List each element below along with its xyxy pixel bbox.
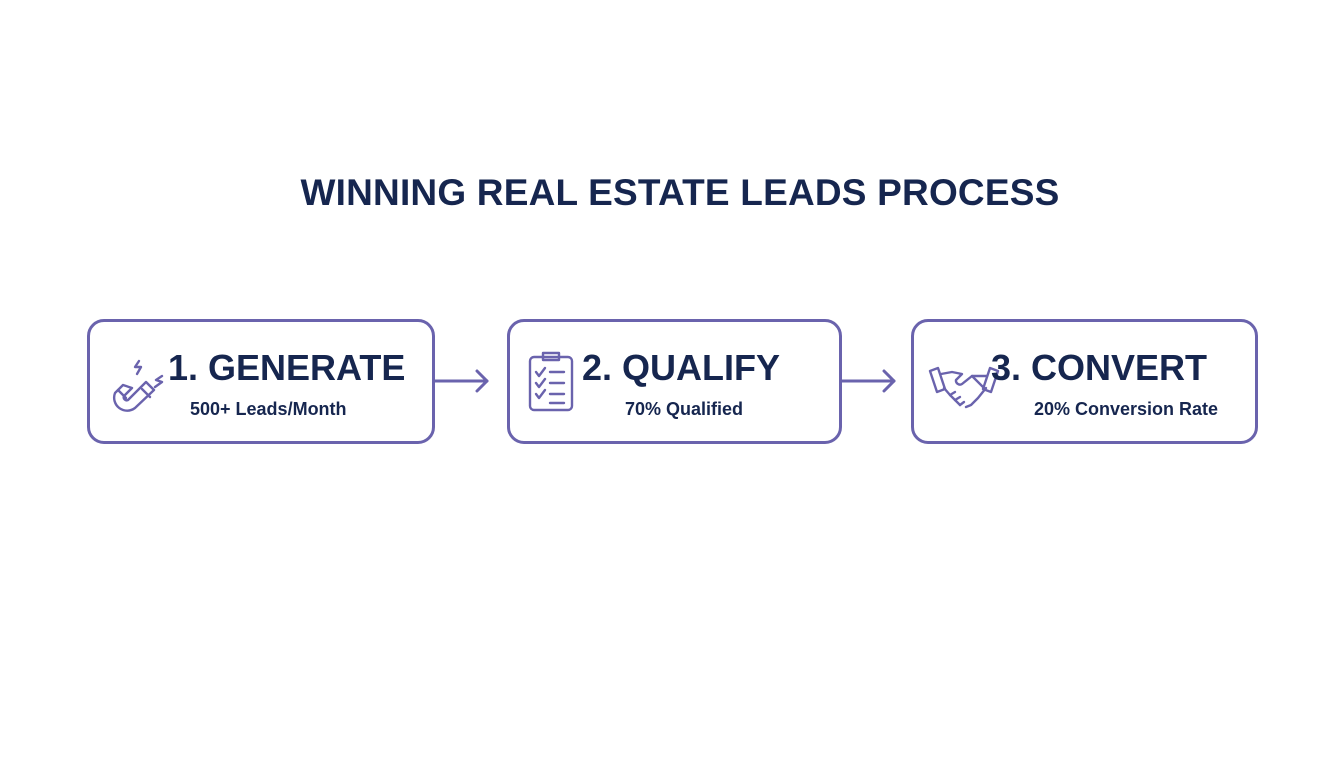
checklist-clipboard-icon	[528, 351, 574, 412]
step-generate-card: 1. GENERATE 500+ Leads/Month	[87, 319, 435, 444]
step-metric: 20% Conversion Rate	[1034, 399, 1219, 419]
magnet-icon	[112, 359, 164, 412]
handshake-icon	[928, 366, 1000, 409]
step-qualify-card: 2. QUALIFY 70% Qualified	[507, 319, 842, 444]
step-metric: 70% Qualified	[625, 399, 744, 419]
step-convert-card: 3. CONVERT 20% Conversion Rate	[911, 319, 1258, 444]
step-metric: 500+ Leads/Month	[190, 399, 347, 419]
step-heading: 1. GENERATE	[168, 347, 406, 388]
arrow-right-icon	[433, 369, 489, 393]
step-heading: 2. QUALIFY	[582, 347, 781, 388]
step-heading: 3. CONVERT	[991, 347, 1208, 388]
page-title: WINNING REAL ESTATE LEADS PROCESS	[300, 172, 1060, 213]
arrow-right-icon	[840, 369, 896, 393]
